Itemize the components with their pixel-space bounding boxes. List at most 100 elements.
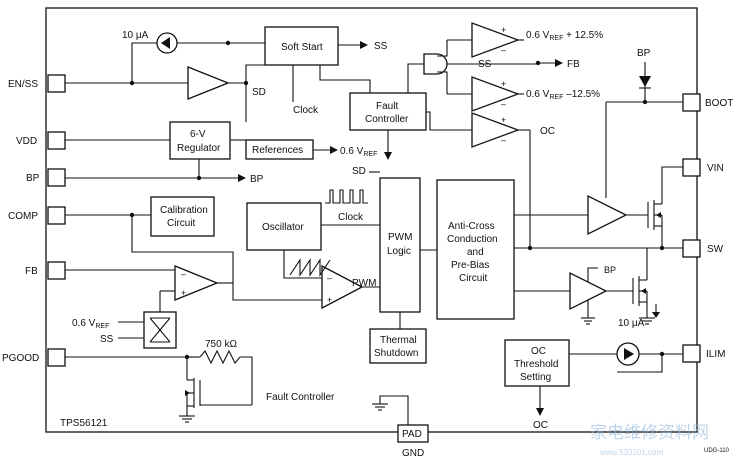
svg-text:Calibration: Calibration [160,205,208,216]
label-sd-pwm: SD [352,166,366,177]
svg-text:Circuit: Circuit [459,273,488,284]
svg-text:BP: BP [26,173,40,184]
references-block: References [245,139,314,160]
thermal-shutdown-block: Thermal Shutdown [369,328,427,364]
ground-symbol-ls [639,317,655,325]
ground-symbol-driver [581,317,595,325]
svg-text:家电维修资料网: 家电维修资料网 [590,423,709,443]
label-oc-out: OC [533,420,548,431]
pin-vin: VIN [682,158,724,177]
svg-text:6-V: 6-V [190,129,206,140]
svg-text:–: – [501,135,506,145]
label-clock: Clock [293,105,319,116]
pin-pgood: PGOOD [2,348,66,367]
svg-text:Fault: Fault [376,101,398,112]
label-10ua: 10 μA [122,30,149,41]
pin-vdd: VDD [16,131,66,150]
svg-text:BOOT: BOOT [705,98,733,109]
svg-text:Thermal: Thermal [380,335,417,346]
svg-text:+: + [327,295,332,305]
svg-text:Soft Start: Soft Start [281,42,323,53]
clock-waveform [325,189,368,204]
soft-start-block: Soft Start [264,26,339,66]
fault-controller-block: Fault Controller [349,92,427,131]
pin-comp: COMP [8,206,66,225]
label-ss-gate: SS [478,59,492,70]
oc-threshold-block: OC Threshold Setting [504,339,570,387]
label-fault-controller: Fault Controller [266,392,335,403]
svg-text:COMP: COMP [8,211,38,222]
label-bp-out: BP [250,174,264,185]
pwm-comparator: – + [321,264,364,310]
high-side-fet [647,200,662,230]
svg-text:SW: SW [707,244,724,255]
svg-text:Anti-Cross: Anti-Cross [448,221,495,232]
svg-text:Logic: Logic [387,246,411,257]
label-clock-osc: Clock [338,212,364,223]
svg-text:and: and [467,247,484,258]
svg-text:PAD: PAD [402,429,422,440]
low-side-fet [632,276,647,306]
svg-text:FB: FB [25,266,38,277]
svg-text:References: References [252,145,303,156]
label-750k: 750 kΩ [205,339,237,350]
svg-text:BP: BP [637,48,651,59]
watermark: 家电维修资料网 www.520101.com [590,423,709,457]
svg-text:PWM: PWM [388,232,412,243]
svg-text:–: – [327,273,332,283]
label-ss-out: SS [374,41,388,52]
svg-text:Pre-Bias: Pre-Bias [451,260,489,271]
sawtooth-waveform [289,258,331,277]
svg-text:Controller: Controller [365,114,409,125]
fb-selector [143,311,177,349]
svg-text:Conduction: Conduction [447,234,498,245]
svg-text:PGOOD: PGOOD [2,353,39,364]
pin-boot: BOOT [682,93,733,112]
svg-text:Regulator: Regulator [177,143,221,154]
chip-name: TPS56121 [60,418,108,429]
svg-text:+: + [501,79,506,89]
svg-text:www.520101.com: www.520101.com [599,448,663,457]
svg-text:–: – [181,269,186,279]
svg-text:Threshold: Threshold [514,359,558,370]
label-10ua-low: 10 μA [618,318,645,329]
svg-text:Shutdown: Shutdown [374,348,418,359]
label-vref-out: 0.6 VREF [340,146,377,158]
svg-text:VDD: VDD [16,136,37,147]
calibration-block: Calibration Circuit [150,196,215,237]
label-vref-pos: 0.6 VREF + 12.5% [526,30,603,42]
label-vref-fb: 0.6 VREF [72,318,109,330]
svg-text:–: – [501,99,506,109]
pin-en-ss: EN/SS [8,74,66,93]
svg-text:Setting: Setting [520,372,551,383]
pin-fb: FB [25,261,66,280]
svg-text:–: – [501,45,506,55]
svg-text:+: + [181,288,186,298]
bp-top-arrow: BP [637,48,651,105]
label-pwm: PWM [352,278,376,289]
label-fb-out: FB [567,59,580,70]
svg-text:EN/SS: EN/SS [8,79,38,90]
resistor-750k [199,349,241,365]
label-vref-neg: 0.6 VREF –12.5% [526,89,600,101]
svg-text:OC: OC [531,346,546,357]
doc-code: UDG-110 [704,448,730,454]
svg-text:ILIM: ILIM [706,349,725,360]
current-source-top [156,32,178,54]
pwm-logic-block: PWM Logic [379,177,421,313]
svg-text:GND: GND [402,448,424,459]
svg-text:+: + [501,115,506,125]
error-amplifier: – + [174,265,219,301]
and-gate [423,53,448,75]
svg-text:VIN: VIN [707,163,724,174]
pin-sw: SW [682,239,724,258]
pin-pad: PAD GND [397,424,429,459]
pin-ilim: ILIM [682,344,725,363]
svg-text:+: + [501,25,506,35]
oscillator-block: Oscillator [246,202,322,251]
svg-text:Oscillator: Oscillator [262,222,304,233]
label-sd: SD [252,87,266,98]
current-source-ilim [616,342,640,366]
label-ss-fb: SS [100,334,114,345]
